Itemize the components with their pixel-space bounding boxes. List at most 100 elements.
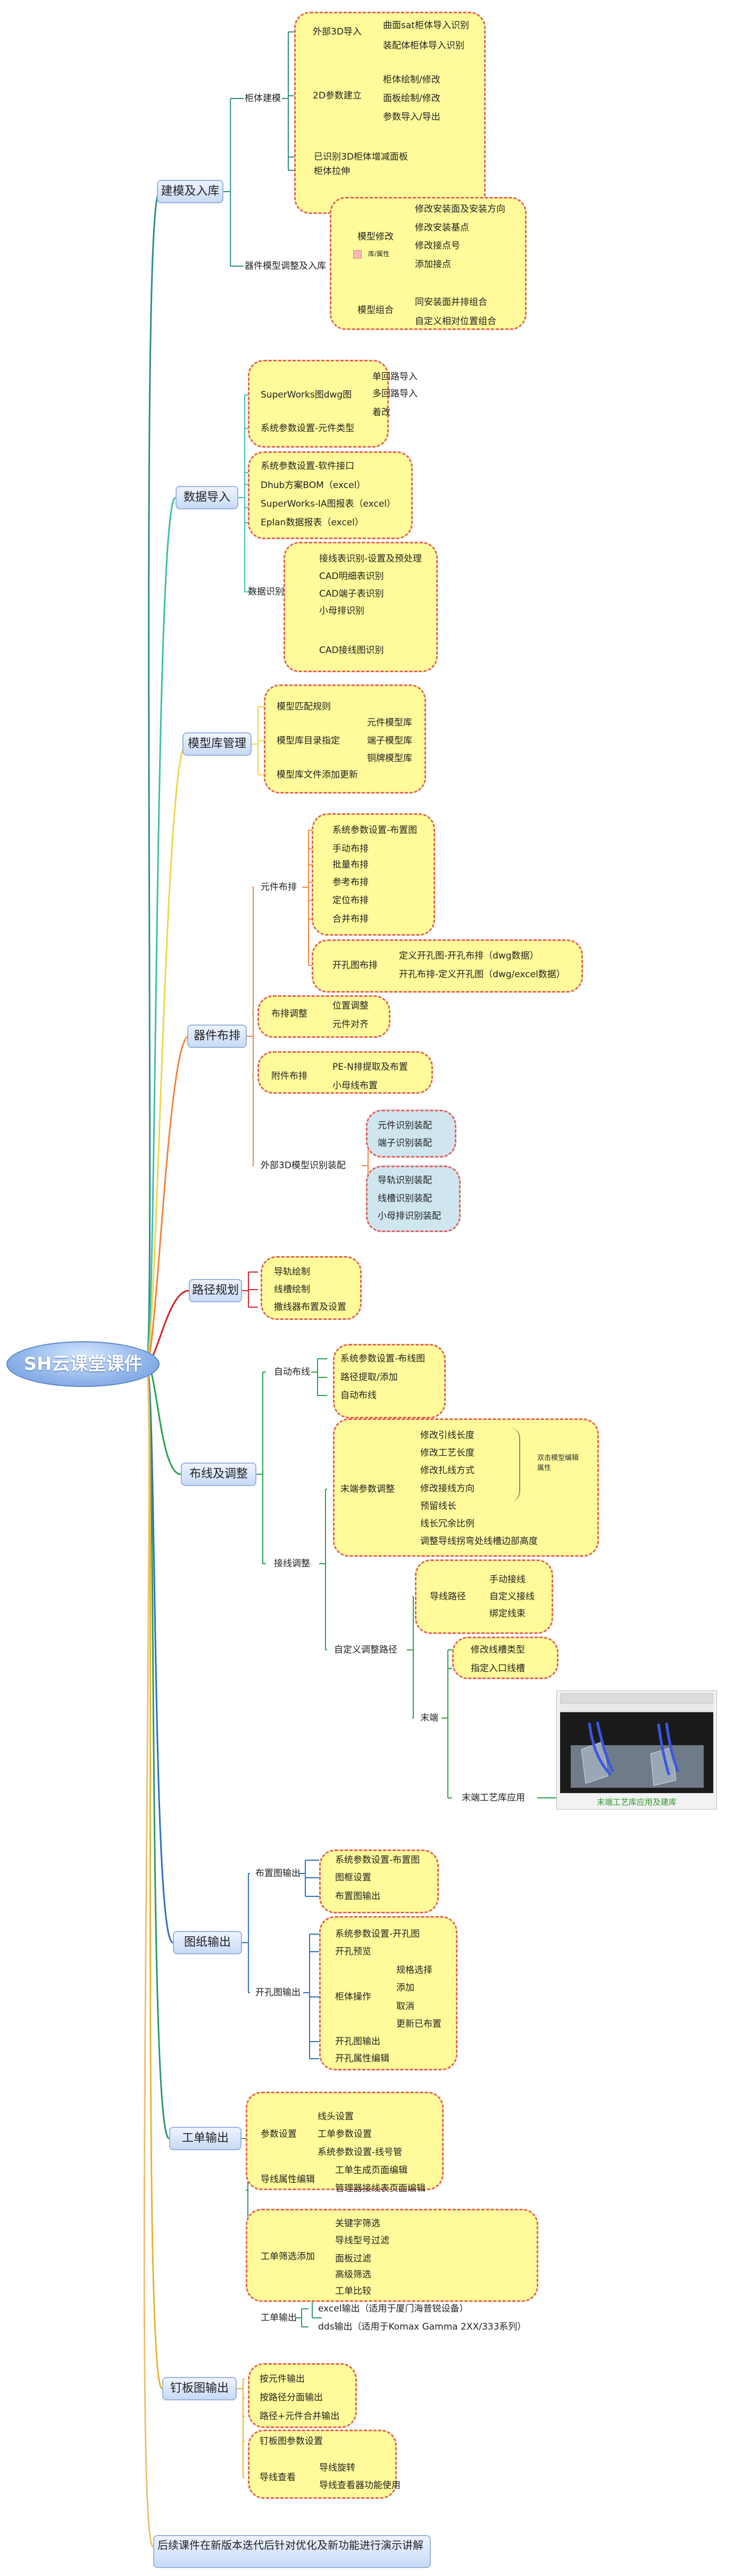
topic-xggy[interactable]: 修改工艺长度: [420, 1448, 474, 1458]
topic-swiabb[interactable]: SuperWorks-IA图报表（excel）: [261, 499, 396, 509]
topic-ayjsc[interactable]: 按元件输出: [260, 2374, 305, 2384]
topic-mxzh[interactable]: 模型组合: [357, 305, 394, 316]
topic-gdsc[interactable]: 工单输出: [261, 2313, 297, 2323]
topic-mxppgz[interactable]: 模型匹配规则: [277, 701, 331, 712]
topic-gtcz[interactable]: 柜体操作: [335, 1992, 371, 2002]
topic-zdytz[interactable]: 自定义调整路径: [334, 1645, 397, 1655]
topic-yjmxk[interactable]: 元件模型库: [367, 717, 412, 728]
topic-xgzx[interactable]: 修改扎线方式: [420, 1465, 474, 1476]
topic-shujusb[interactable]: 数据识别: [248, 587, 284, 597]
topic-xcsbzp[interactable]: 线槽识别装配: [378, 1193, 432, 1204]
topic-gdscym[interactable]: 工单生成页面编辑: [335, 2165, 407, 2176]
topic-mdgy[interactable]: 末端工艺库应用: [462, 1793, 525, 1803]
topic-dxckgn[interactable]: 导线查看器功能使用: [319, 2480, 401, 2491]
topic-xgazd[interactable]: 修改安装基点: [415, 222, 469, 233]
branch-b10[interactable]: 后续课件在新版本迭代后针对优化及新功能进行演示讲解: [153, 2535, 431, 2568]
topic-jxbsb[interactable]: 接线表识别-设置及预处理: [319, 554, 422, 564]
topic-jxtz[interactable]: 接线调整: [274, 1558, 310, 1569]
topic-gdcs[interactable]: 工单参数设置: [318, 2129, 372, 2140]
topic-dhub[interactable]: Dhub方案BOM（excel）: [261, 480, 366, 491]
topic-zdyzh[interactable]: 自定义相对位置组合: [415, 316, 496, 327]
topic-dykk[interactable]: 定义开孔图-开孔布排（dwg数据）: [399, 951, 539, 961]
topic-mbhz[interactable]: 面板绘制/修改: [383, 93, 440, 104]
topic-zdbx2[interactable]: 自动布线: [340, 1390, 377, 1401]
topic-dxxhsx[interactable]: 导线型号过滤: [335, 2235, 389, 2246]
topic-dhldr[interactable]: 多回路导入: [372, 389, 418, 399]
topic-bztsc[interactable]: 布置图输出: [255, 1868, 301, 1879]
topic-kktsc[interactable]: 开孔图输出: [255, 1987, 301, 1998]
branch-b1[interactable]: 建模及入库: [157, 180, 223, 203]
topic-dzsbzp[interactable]: 端子识别装配: [378, 1138, 432, 1149]
topic-dhdr[interactable]: 单回路导入: [372, 371, 418, 382]
branch-b4[interactable]: 器件布排: [187, 1025, 247, 1048]
topic-sdbp[interactable]: 手动布排: [332, 844, 369, 854]
topic-ckbp[interactable]: 参考布排: [332, 877, 369, 888]
topic-xtbx[interactable]: 系统参数设置-布线图: [340, 1353, 426, 1364]
topic-xgyx[interactable]: 修改引线长度: [420, 1430, 474, 1441]
topic-bianji[interactable]: 着改: [372, 407, 390, 418]
topic-ddssc[interactable]: dds输出（适用于Komax Gamma 2XX/333系列）: [318, 2322, 527, 2332]
topic-kksxbj[interactable]: 开孔属性编辑: [335, 2053, 389, 2064]
branch-b3[interactable]: 模型库管理: [182, 732, 252, 756]
topic-tazzh[interactable]: 同安装面并排组合: [415, 297, 487, 308]
topic-cssz[interactable]: 参数设置: [261, 2129, 297, 2140]
topic-fjbp[interactable]: 附件布排: [271, 1071, 307, 1081]
topic-yjbp[interactable]: 元件布排: [261, 882, 297, 893]
topic-dxlj[interactable]: 导线路径: [430, 1591, 466, 1602]
topic-xtcs_yj[interactable]: 系统参数设置-元件类型: [261, 423, 355, 434]
topic-can2d[interactable]: 2D参数建立: [313, 90, 362, 101]
topic-tjjd[interactable]: 添加接点: [415, 259, 451, 270]
topic-tzsz[interactable]: 图框设置: [335, 1872, 371, 1883]
topic-xgazm[interactable]: 修改安装面及安装方向: [415, 204, 505, 214]
topic-dxxz[interactable]: 导线旋转: [319, 2463, 355, 2473]
topic-gzxz[interactable]: 规格选择: [396, 1965, 432, 1976]
topic-mxkwj[interactable]: 模型库文件添加更新: [277, 770, 358, 780]
topic-waibu3d[interactable]: 外部3D导入: [313, 27, 362, 37]
topic-bdxs[interactable]: 绑定线束: [489, 1608, 526, 1619]
topic-xtcs_rj[interactable]: 系统参数设置-软件接口: [261, 461, 355, 472]
topic-excelsc[interactable]: excel输出（适用于厦门海普锐设备）: [318, 2303, 469, 2314]
topic-mxxg[interactable]: 模型修改: [357, 232, 394, 242]
branch-b9[interactable]: 钉板图输出: [162, 2377, 237, 2400]
topic-tianjia[interactable]: 添加: [396, 1983, 414, 1993]
topic-dzmxk[interactable]: 端子模型库: [367, 736, 412, 746]
topic-kkyl[interactable]: 开孔预览: [335, 1946, 371, 1957]
topic-hbbp[interactable]: 合并布排: [332, 914, 369, 924]
topic-xgjx[interactable]: 修改接点号: [415, 241, 460, 251]
topic-yjdq[interactable]: 元件对齐: [332, 1019, 369, 1030]
topic-mxkml[interactable]: 模型库目录指定: [277, 736, 340, 746]
topic-dwbp[interactable]: 定位布排: [332, 895, 369, 906]
topic-kkbp[interactable]: 开孔布排-定义开孔图（dwg/excel数据）: [399, 969, 565, 980]
topic-qjmx[interactable]: 器件模型调整及入库: [245, 261, 326, 271]
topic-xchz[interactable]: 线槽绘制: [274, 1284, 310, 1295]
topic-ljgl[interactable]: 路径提取/添加: [340, 1372, 398, 1383]
topic-yjsbzp[interactable]: 元件识别装配: [378, 1120, 432, 1131]
topic-xgjxfx[interactable]: 修改接线方向: [420, 1483, 474, 1494]
topic-mdcstz[interactable]: 末端参数调整: [340, 1484, 395, 1495]
topic-sdjx[interactable]: 手动接线: [489, 1574, 526, 1585]
topic-gdsxtj[interactable]: 工单筛选添加: [261, 2251, 315, 2262]
topic-xmpsbzp[interactable]: 小母排识别装配: [378, 1211, 441, 1221]
topic-dxhz[interactable]: 导轨绘制: [274, 1267, 310, 1277]
topic-guiti[interactable]: 柜体建模: [245, 93, 281, 104]
topic-zdrkxx[interactable]: 指定入口线槽: [471, 1663, 525, 1674]
branch-b2[interactable]: 数据导入: [176, 486, 238, 509]
topic-xgxslx[interactable]: 修改线槽类型: [471, 1645, 525, 1655]
topic-dgsbzp[interactable]: 导轨识别装配: [378, 1175, 432, 1186]
topic-plbp[interactable]: 批量布排: [332, 860, 369, 870]
topic-kktsc2[interactable]: 开孔图输出: [335, 2036, 380, 2047]
topic-gjzsx[interactable]: 关键字筛选: [335, 2218, 380, 2229]
topic-bztsc2[interactable]: 布置图输出: [335, 1891, 380, 1902]
topic-mbgl[interactable]: 面板过滤: [335, 2253, 371, 2264]
topic-gljxyd[interactable]: 管理器接线表页面编辑: [335, 2183, 426, 2194]
topic-pentq[interactable]: PE-N排提取及布置: [332, 1062, 408, 1072]
topic-zhuangpei[interactable]: 装配体柜体导入识别: [383, 40, 464, 51]
topic-wb3dzp[interactable]: 外部3D模型识别装配: [261, 1160, 346, 1171]
topic-cadml[interactable]: CAD明细表识别: [319, 571, 384, 582]
topic-qumian[interactable]: 曲面sat柜体导入识别: [383, 20, 469, 31]
topic-zdyjx[interactable]: 自定义接线: [489, 1591, 535, 1602]
topic-kktb[interactable]: 开孔图布排: [332, 960, 378, 971]
topic-xtkk[interactable]: 系统参数设置-开孔图: [335, 1929, 420, 1939]
topic-bptz[interactable]: 布排调整: [271, 1009, 307, 1019]
topic-wztz[interactable]: 位置调整: [332, 1001, 369, 1011]
